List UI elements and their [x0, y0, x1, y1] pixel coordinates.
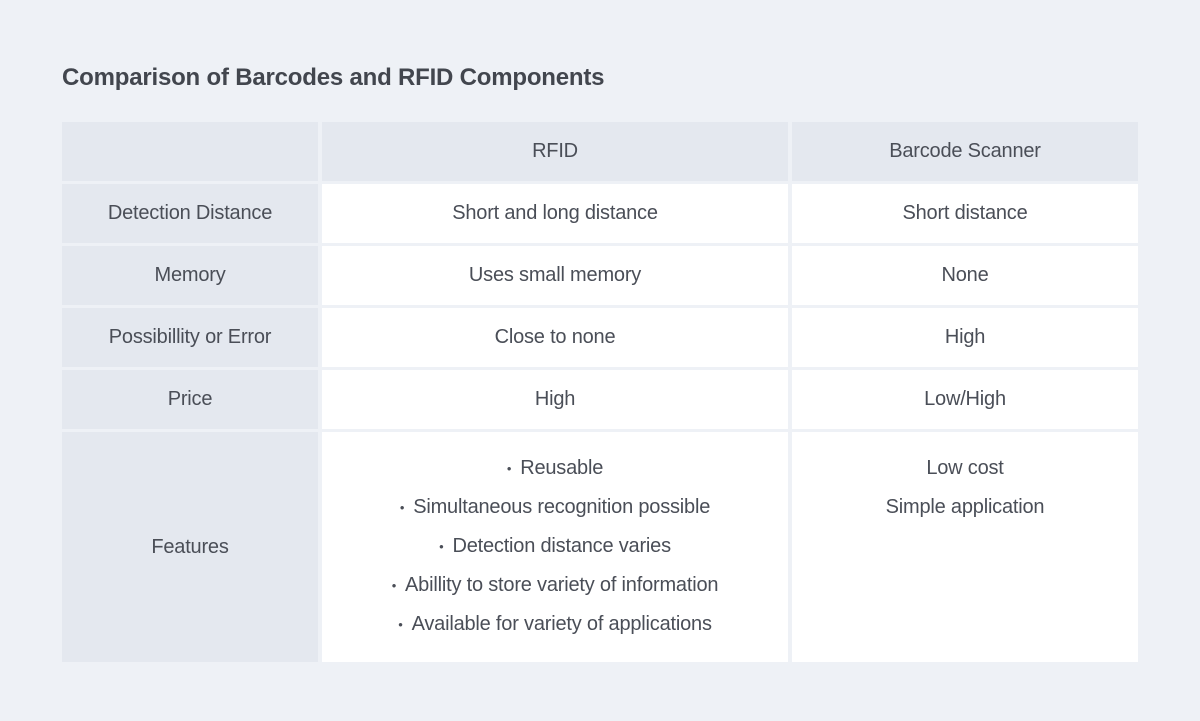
- header-cell-barcode-scanner: Barcode Scanner: [792, 122, 1138, 181]
- bullet-icon: •: [391, 578, 397, 593]
- barcode-feature-item: Low cost: [926, 449, 1004, 488]
- cell-barcode-features: Low cost Simple application: [792, 432, 1138, 662]
- cell-rfid-detection-distance: Short and long distance: [322, 184, 788, 243]
- row-label-features: Features: [62, 432, 318, 662]
- page-title: Comparison of Barcodes and RFID Componen…: [62, 64, 605, 91]
- cell-barcode-detection-distance: Short distance: [792, 184, 1138, 243]
- rfid-feature-item: • Simultaneous recognition possible: [400, 488, 710, 527]
- cell-rfid-price: High: [322, 370, 788, 429]
- row-label-detection-distance: Detection Distance: [62, 184, 318, 243]
- header-cell-rfid: RFID: [322, 122, 788, 181]
- rfid-feature-item: • Available for variety of applications: [398, 605, 712, 644]
- rfid-feature-text: Detection distance varies: [452, 535, 671, 557]
- rfid-feature-text: Simultaneous recognition possible: [413, 496, 711, 518]
- rfid-feature-text: Abillity to store variety of information: [405, 574, 719, 596]
- comparison-table: RFID Barcode Scanner Detection Distance …: [62, 122, 1138, 662]
- cell-rfid-memory: Uses small memory: [322, 246, 788, 305]
- bullet-icon: •: [399, 500, 405, 515]
- row-label-possibility-of-error: Possibillity or Error: [62, 308, 318, 367]
- cell-barcode-possibility-of-error: High: [792, 308, 1138, 367]
- barcode-feature-text: Low cost: [926, 457, 1004, 479]
- header-cell-empty: [62, 122, 318, 181]
- cell-barcode-memory: None: [792, 246, 1138, 305]
- rfid-feature-item: • Reusable: [507, 449, 603, 488]
- rfid-feature-text: Available for variety of applications: [411, 613, 712, 635]
- row-label-memory: Memory: [62, 246, 318, 305]
- cell-rfid-possibility-of-error: Close to none: [322, 308, 788, 367]
- cell-rfid-features: • Reusable • Simultaneous recognition po…: [322, 432, 788, 662]
- bullet-icon: •: [439, 539, 444, 554]
- rfid-feature-text: Reusable: [520, 457, 604, 479]
- barcode-feature-item: Simple application: [886, 488, 1045, 527]
- cell-barcode-price: Low/High: [792, 370, 1138, 429]
- barcode-feature-text: Simple application: [885, 496, 1045, 518]
- rfid-feature-item: • Abillity to store variety of informati…: [392, 566, 719, 605]
- bullet-icon: •: [398, 617, 403, 632]
- bullet-icon: •: [506, 461, 512, 476]
- row-label-price: Price: [62, 370, 318, 429]
- rfid-feature-item: • Detection distance varies: [439, 527, 671, 566]
